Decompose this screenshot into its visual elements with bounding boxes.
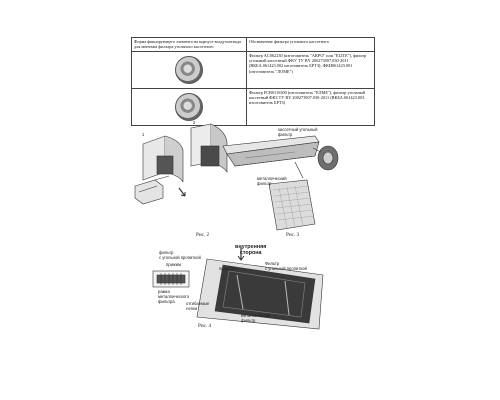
table-row: Форма фиксирующего элемента на корпусе в…: [131, 37, 375, 52]
table-cell-image: [131, 87, 247, 126]
fig4-label-carbon-right: Фильтр с угольной пропиткой: [265, 261, 307, 271]
table-row: Фильтр FCB0116300 (изготовитель "ЕЛМЕ"),…: [131, 87, 375, 126]
filter-table: Форма фиксирующего элемента на корпусе в…: [131, 37, 375, 126]
fig2-mark-1: 1: [142, 132, 145, 137]
fixing-element-1-image: [175, 55, 203, 84]
fig3-label-metal: металлический фильтр: [257, 176, 287, 186]
figure-3-drawing: [222, 135, 339, 231]
fig4-label-inner-side: внутренняя сторона: [235, 244, 267, 257]
fig3-caption: Рис. 3: [286, 232, 300, 238]
fig3-label-cassette: кассетный угольный фильтр: [278, 127, 318, 137]
fig2-mark-2: 2: [193, 120, 196, 125]
fig2-caption: Рис. 2: [196, 232, 210, 238]
fig4-label-flaps: отгибаемые лепки: [186, 301, 210, 311]
table-cell-filter-2: Фильтр FCB0116300 (изготовитель "ЕЛМЕ"),…: [246, 87, 375, 126]
table-cell-image: [131, 50, 247, 89]
figure-2-drawing: [134, 123, 228, 205]
fixing-element-2-image: [175, 92, 203, 121]
table-row: Фильтр AC062230 (изготовитель "АКРО" или…: [131, 50, 375, 89]
table-cell-filter-1: Фильтр AC062230 (изготовитель "АКРО" или…: [246, 50, 375, 89]
fig4-label-frame: рамка металлического фильтра: [158, 289, 190, 304]
table-header-left: Форма фиксирующего элемента на корпусе в…: [131, 37, 247, 52]
table-header-right: Обозначение фильтра угольного кассетного: [246, 37, 375, 52]
figure-4-drawing: [152, 247, 324, 330]
fig4-label-clamp-left: прижим: [166, 262, 181, 267]
fig4-label-carbon-top: фильтр с угольной пропиткой: [159, 250, 201, 260]
fig4-label-metal-bottom: металлический фильтр: [241, 313, 271, 323]
fig4-label-clamps-right: прижимы: [219, 266, 237, 271]
fig4-caption: Рис. 4: [198, 323, 212, 329]
